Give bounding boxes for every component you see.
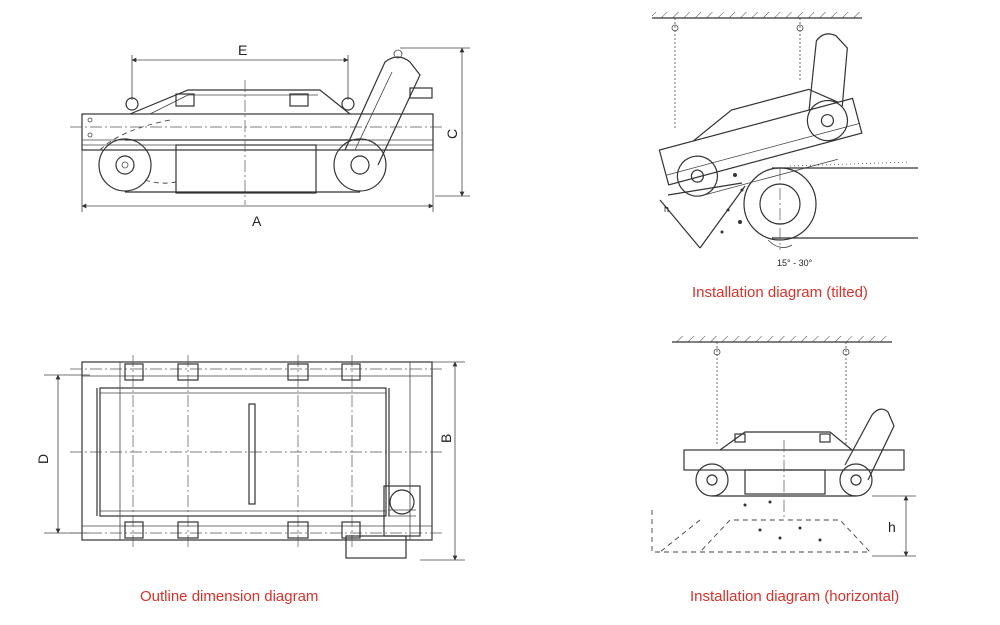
tilt-h-label: h: [664, 204, 669, 214]
top-view: D B: [35, 355, 465, 561]
side-view: E C A: [70, 42, 470, 229]
outline-caption: Outline dimension diagram: [140, 588, 319, 605]
horizontal-caption: Installation diagram (horizontal): [690, 588, 900, 605]
tilt-angle-label: 15° - 30°: [777, 258, 813, 268]
dim-b-label: B: [438, 434, 454, 443]
horizontal-installation: h: [651, 336, 916, 557]
tilted-caption: Installation diagram (tilted): [692, 284, 868, 301]
tilted-installation: 15° - 30° h: [652, 12, 918, 268]
dim-d-label: D: [35, 454, 51, 464]
horizontal-h-label: h: [888, 519, 896, 535]
dim-e-label: E: [238, 42, 247, 58]
dim-c-label: C: [444, 129, 460, 139]
dim-a-label: A: [252, 213, 262, 229]
